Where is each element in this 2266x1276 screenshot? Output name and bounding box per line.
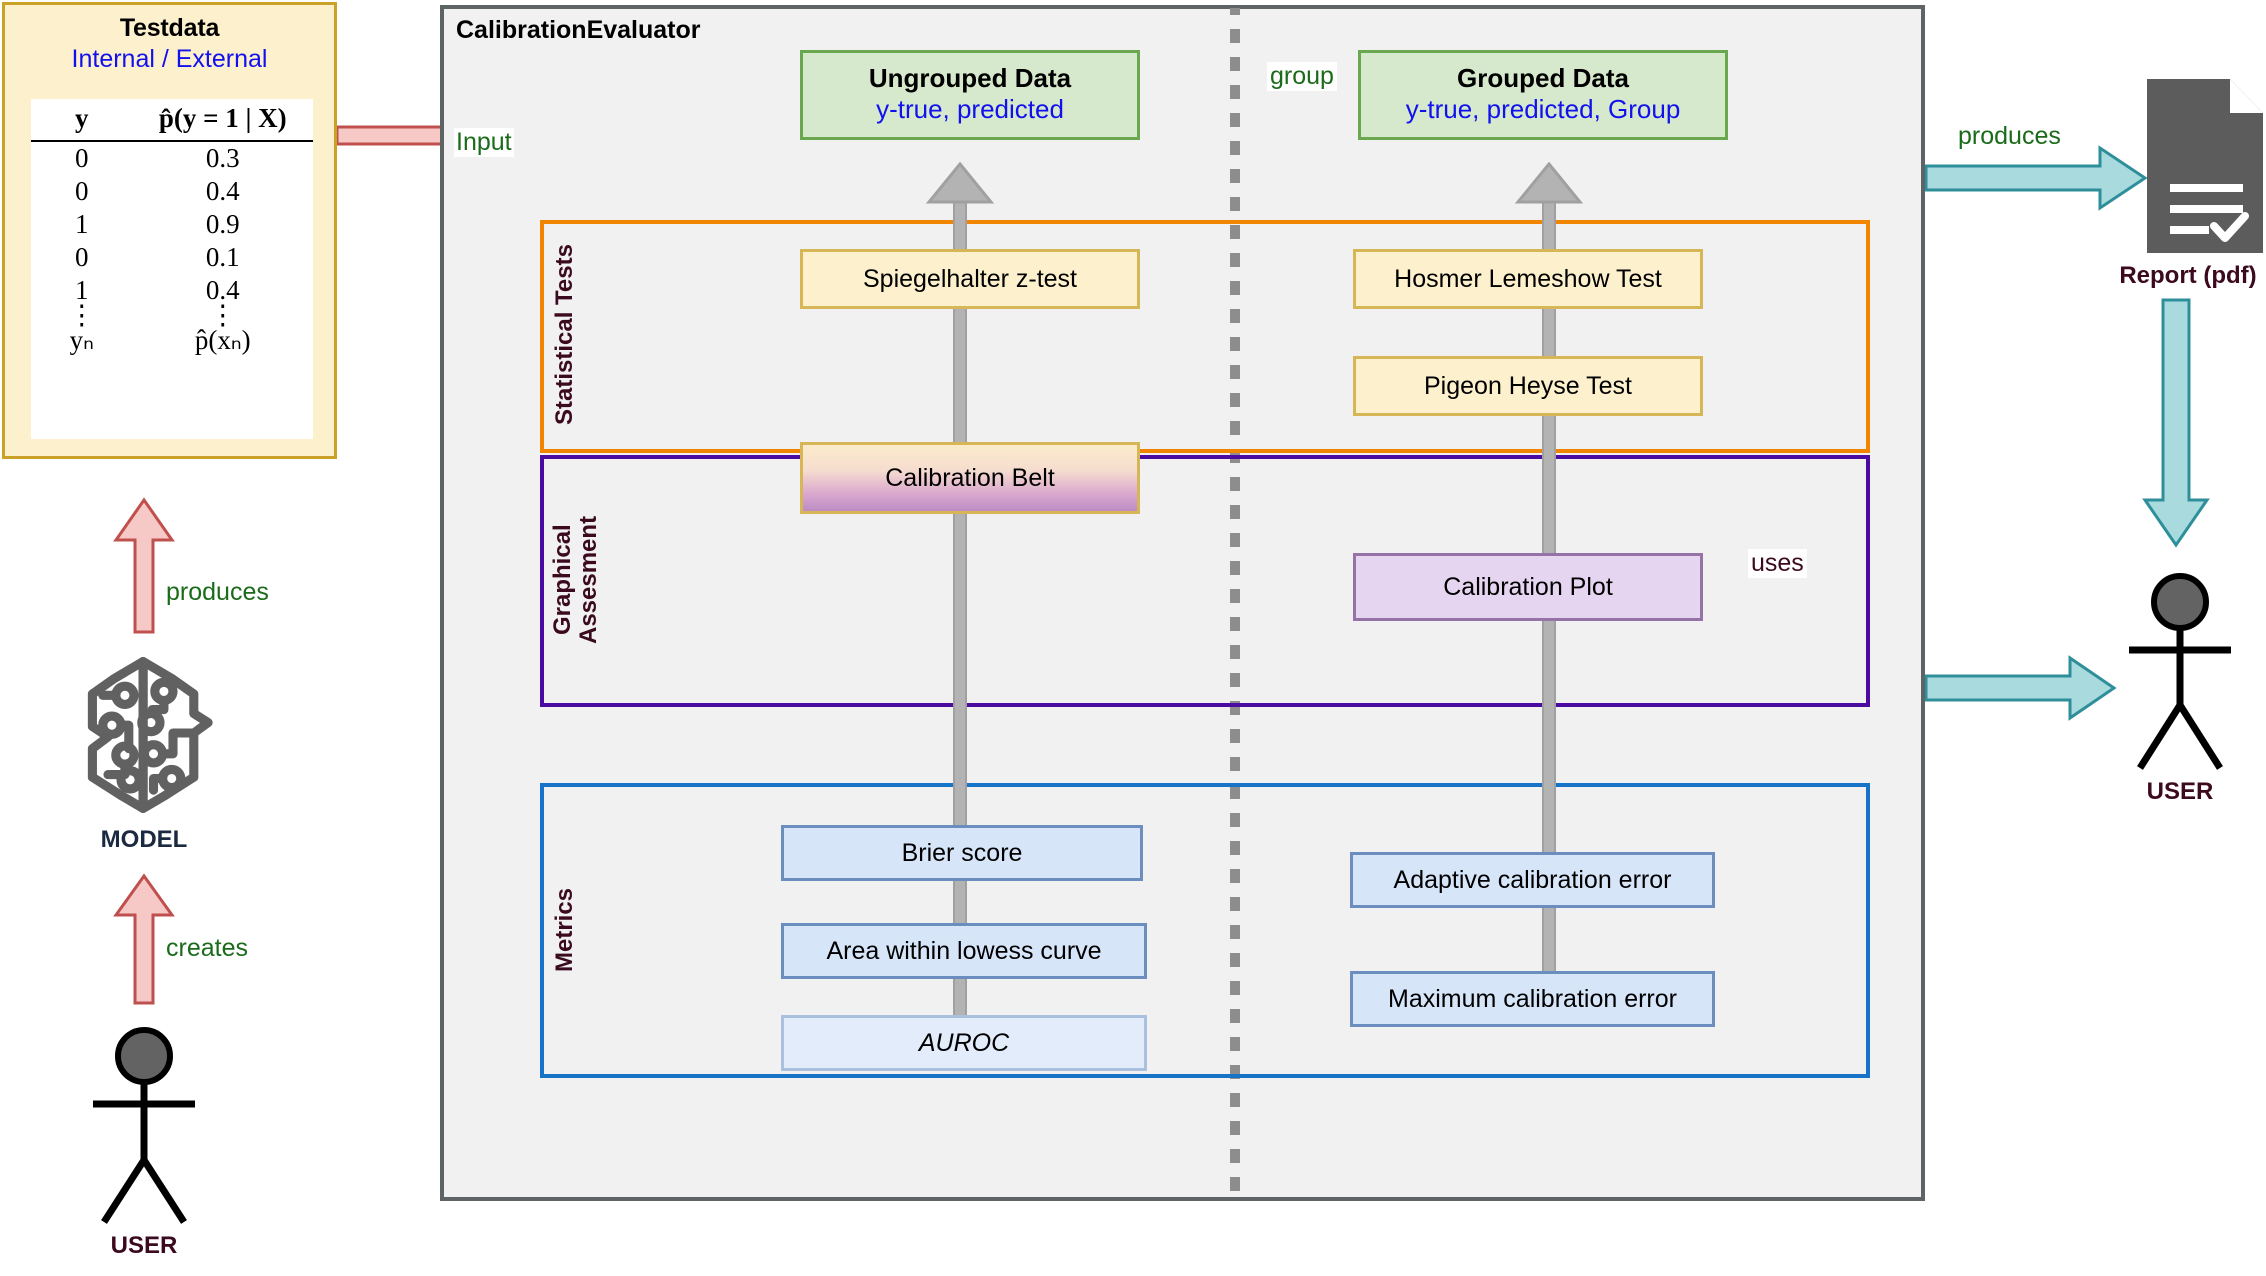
node-calibration-belt[interactable]: Calibration Belt xyxy=(800,442,1140,514)
section-label-statistical-tests: Statistical Tests xyxy=(551,244,578,425)
cell-y: 0 xyxy=(75,242,89,272)
stick-figure-icon-right xyxy=(2129,573,2231,770)
model-caption: MODEL xyxy=(100,826,188,853)
cell-phat: 0.1 xyxy=(205,242,240,272)
cell-phat: p̂(xₙ) xyxy=(194,324,251,355)
ungrouped-data-title: Ungrouped Data xyxy=(868,63,1072,94)
node-pigeon-heyse-test[interactable]: Pigeon Heyse Test xyxy=(1353,356,1703,416)
pdf-document-icon xyxy=(2147,79,2263,253)
uses-edge-label: uses xyxy=(1748,549,1807,578)
node-spiegelhalter-z-test[interactable]: Spiegelhalter z-test xyxy=(800,249,1140,309)
cell-phat: 0.4 xyxy=(205,176,240,206)
creates-user-label: creates xyxy=(163,934,251,963)
node-area-within-lowess-curve[interactable]: Area within lowess curve xyxy=(781,923,1147,979)
cell-phat: 0.3 xyxy=(205,143,240,173)
left-flow-arrowhead xyxy=(925,162,995,204)
cell-y: 1 xyxy=(75,275,89,305)
node-maximum-calibration-error[interactable]: Maximum calibration error xyxy=(1350,971,1715,1027)
section-metrics: Metrics xyxy=(540,783,1870,1078)
cell-y: yₙ xyxy=(69,324,94,355)
node-hosmer-lemeshow-test[interactable]: Hosmer Lemeshow Test xyxy=(1353,249,1703,309)
section-graphical-assessment: Graphical Assesment xyxy=(540,455,1870,707)
user-right-caption: USER xyxy=(2146,778,2214,805)
table-row: yₙ p̂(xₙ) xyxy=(31,324,313,357)
column-header-y: y xyxy=(31,99,133,142)
cell-y: 0 xyxy=(75,176,89,206)
brain-circuit-icon xyxy=(87,656,213,813)
column-header-phat: p̂(y = 1 | X) xyxy=(132,99,313,142)
cell-y: 1 xyxy=(75,209,89,239)
cell-y: 0 xyxy=(75,143,89,173)
produces-model-arrow xyxy=(113,497,175,634)
node-brier-score[interactable]: Brier score xyxy=(781,825,1143,881)
evaluator-to-user-arrow xyxy=(1924,655,2117,721)
stick-figure-icon-left xyxy=(93,1027,195,1224)
report-caption: Report (pdf) xyxy=(2119,262,2257,289)
testdata-title: Testdata xyxy=(119,14,220,42)
report-to-user-arrow xyxy=(2142,298,2210,548)
node-calibration-plot[interactable]: Calibration Plot xyxy=(1353,553,1703,621)
input-label: Input xyxy=(454,128,514,157)
node-auroc[interactable]: AUROC xyxy=(781,1015,1147,1071)
node-ungrouped-data[interactable]: Ungrouped Data y-true, predicted xyxy=(800,50,1140,140)
cell-phat: ⋮ xyxy=(209,300,237,330)
node-adaptive-calibration-error[interactable]: Adaptive calibration error xyxy=(1350,852,1715,908)
node-grouped-data[interactable]: Grouped Data y-true, predicted, Group xyxy=(1358,50,1728,140)
right-flow-arrowhead xyxy=(1514,162,1584,204)
cell-y: ⋮ xyxy=(68,300,96,330)
evaluator-title: CalibrationEvaluator xyxy=(456,16,701,44)
ungrouped-data-fields: y-true, predicted xyxy=(876,94,1064,125)
table-row: ⋮⋮ xyxy=(31,300,313,330)
grouped-data-fields: y-true, predicted, Group xyxy=(1405,94,1681,125)
produces-model-label: produces xyxy=(163,578,272,607)
user-left-caption: USER xyxy=(110,1232,178,1259)
grouped-data-title: Grouped Data xyxy=(1457,63,1629,94)
table-header-row: y p̂(y = 1 | X) xyxy=(31,99,313,142)
cell-phat: 0.4 xyxy=(205,275,240,305)
section-label-metrics: Metrics xyxy=(551,887,578,972)
testdata-subtitle: Internal / External xyxy=(71,45,268,73)
testdata-panel: Testdata Internal / External y p̂(y = 1 … xyxy=(2,2,337,459)
section-label-graphical-assessment: Graphical Assesment xyxy=(549,515,602,645)
ungrouped-grouped-divider xyxy=(1230,8,1240,1198)
produces-report-arrow xyxy=(1924,145,2148,211)
group-edge-label: group xyxy=(1267,62,1337,91)
cell-phat: 0.9 xyxy=(205,209,240,239)
section-statistical-tests: Statistical Tests xyxy=(540,220,1870,453)
produces-report-label: produces xyxy=(1955,122,2064,151)
